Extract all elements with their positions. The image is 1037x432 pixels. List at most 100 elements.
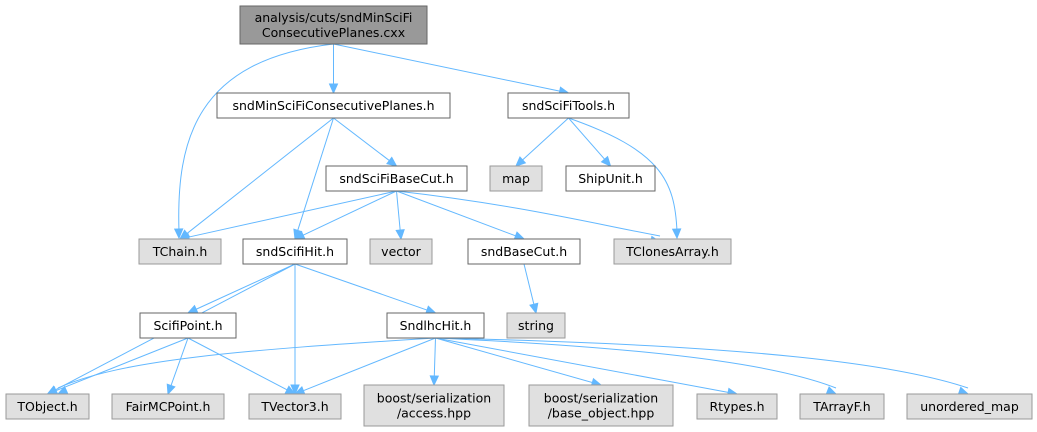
- edge-sndSciFiBaseCut-to-sndScifiHit: [293, 190, 397, 240]
- node-box: [248, 393, 342, 420]
- edge-line: [178, 43, 334, 233]
- node-box: [489, 165, 543, 192]
- edge-line: [568, 117, 678, 233]
- edges-layer: [46, 43, 970, 397]
- edge-line: [333, 117, 390, 161]
- node-box: [369, 238, 433, 265]
- node-sndMinSciFiConsecutivePlanes[interactable]: sndMinSciFiConsecutivePlanes.h: [216, 92, 451, 119]
- edge-sndSciFiBaseCut-to-TChain: [178, 190, 397, 242]
- edge-arrowhead: [513, 231, 526, 241]
- edge-line: [188, 190, 397, 238]
- node-sndSciFiTools[interactable]: sndSciFiTools.h: [507, 92, 630, 119]
- node-ShipUnit[interactable]: ShipUnit.h: [565, 165, 656, 192]
- edge-arrowhead: [825, 386, 838, 395]
- node-box: [906, 393, 1033, 420]
- nodes-layer: analysis/cuts/sndMinSciFiConsecutivePlan…: [5, 5, 1033, 427]
- node-box: [111, 393, 225, 420]
- edge-sndMinSciFiConsecutivePlanes-to-sndSciFiBaseCut: [333, 117, 398, 167]
- node-string: string: [506, 312, 566, 339]
- edge-sndBaseCut-to-string: [523, 263, 539, 315]
- node-label: /base_object.hpp: [548, 406, 655, 421]
- node-box: [5, 393, 90, 420]
- node-label: map: [502, 171, 530, 186]
- node-sndBaseCut[interactable]: sndBaseCut.h: [467, 238, 581, 265]
- edge-arrowhead: [186, 304, 199, 314]
- edge-line: [195, 263, 296, 310]
- node-label: TArrayF.h: [812, 399, 870, 414]
- edge-arrowhead: [515, 156, 527, 167]
- edge-arrowhead: [671, 228, 682, 240]
- node-label: SndlhcHit.h: [400, 318, 472, 333]
- edge-sndMinSciFiConsecutivePlanes-to-TChain: [179, 117, 334, 240]
- edge-sndSciFiTools-to-map: [515, 117, 569, 167]
- node-label: boost/serialization: [377, 391, 491, 406]
- node-label: ShipUnit.h: [578, 171, 643, 186]
- node-sndSciFiBaseCut[interactable]: sndSciFiBaseCut.h: [325, 165, 468, 192]
- edge-arrowhead: [166, 383, 176, 396]
- edge-arrowhead: [395, 229, 405, 241]
- edge-sndSciFiBaseCut-to-vector: [395, 190, 405, 241]
- node-box: [216, 92, 451, 119]
- edge-line: [396, 190, 401, 231]
- node-sndScifiHit[interactable]: sndScifiHit.h: [242, 238, 348, 265]
- edge-line: [57, 337, 436, 389]
- node-label: string: [518, 318, 554, 333]
- edge-SndlhcHit-to-boost_base_object: [435, 337, 603, 387]
- edge-arrowhead: [173, 228, 184, 240]
- node-label: sndMinSciFiConsecutivePlanes.h: [232, 98, 434, 113]
- node-boost_access: boost/serialization/access.hpp: [363, 384, 505, 427]
- edge-line: [523, 263, 535, 305]
- edge-arrowhead: [290, 384, 300, 396]
- edge-sndScifiHit-to-TVector3: [290, 264, 300, 396]
- node-TObject: TObject.h: [5, 393, 90, 420]
- edge-arrowhead: [429, 375, 440, 387]
- edge-SndlhcHit-to-unordered_map: [435, 337, 970, 396]
- node-box: [565, 165, 656, 192]
- edge-sndSciFiBaseCut-to-sndBaseCut: [396, 190, 526, 241]
- edge-line: [522, 117, 569, 161]
- edge-line: [568, 117, 605, 160]
- node-label: analysis/cuts/sndMinSciFi: [255, 10, 413, 25]
- node-box: [467, 238, 581, 265]
- node-label: sndSciFiTools.h: [522, 98, 615, 113]
- edge-ScifiPoint-to-TVector3: [187, 337, 297, 395]
- node-ScifiPoint[interactable]: ScifiPoint.h: [139, 312, 237, 339]
- edge-sndSciFiBaseCut-to-TClonesArray: [396, 190, 662, 245]
- node-box: [386, 312, 485, 339]
- edge-line: [186, 117, 334, 234]
- node-label: ScifiPoint.h: [153, 318, 222, 333]
- node-label: FairMCPoint.h: [126, 399, 211, 414]
- node-SndlhcHit[interactable]: SndlhcHit.h: [386, 312, 485, 339]
- node-box: [242, 238, 348, 265]
- edge-line: [187, 337, 288, 391]
- node-TVector3: TVector3.h: [248, 393, 342, 420]
- node-label: boost/serialization: [544, 391, 658, 406]
- edge-line: [435, 337, 593, 384]
- edge-sndSciFiTools-to-ShipUnit: [568, 117, 612, 167]
- edge-SndlhcHit-to-boost_access: [429, 337, 440, 387]
- edge-arrowhead: [328, 83, 339, 95]
- node-box: [799, 393, 885, 420]
- node-box: [528, 384, 674, 427]
- node-box: [138, 238, 222, 265]
- edge-line: [333, 43, 560, 92]
- edge-line: [55, 337, 189, 392]
- edge-sndSciFiTools-to-TClonesArray: [568, 117, 682, 240]
- edge-sndScifiHit-to-ScifiPoint: [186, 263, 296, 314]
- node-box: [363, 384, 505, 427]
- edge-arrowhead: [529, 302, 539, 315]
- edge-line: [302, 190, 397, 236]
- edge-line: [396, 190, 516, 237]
- node-root[interactable]: analysis/cuts/sndMinSciFiConsecutivePlan…: [239, 5, 428, 45]
- node-box: [696, 393, 778, 420]
- node-FairMCPoint: FairMCPoint.h: [111, 393, 225, 420]
- node-label: sndScifiHit.h: [256, 244, 334, 259]
- node-label: Rtypes.h: [709, 399, 764, 414]
- edge-line: [294, 263, 428, 311]
- node-TArrayF: TArrayF.h: [799, 393, 885, 420]
- edge-root-to-sndMinSciFiConsecutivePlanes: [328, 44, 339, 95]
- node-Rtypes: Rtypes.h: [696, 393, 778, 420]
- edge-line: [170, 337, 189, 386]
- node-label: ConsecutivePlanes.cxx: [262, 25, 405, 40]
